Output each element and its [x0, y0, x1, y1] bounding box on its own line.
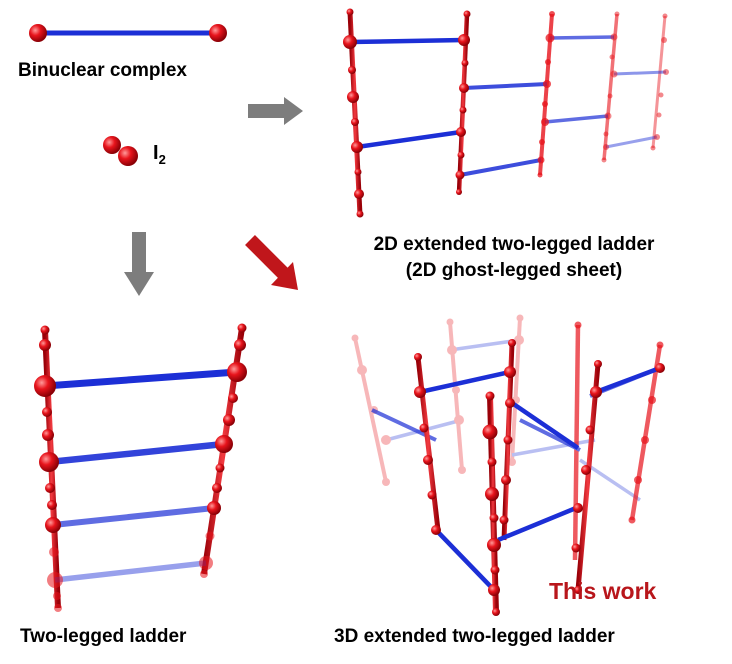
two-d-caption-line1: 2D extended two-legged ladder	[373, 234, 655, 255]
arrow-down-gray	[124, 232, 154, 296]
two-d-caption-line2: (2D ghost-legged sheet)	[405, 260, 623, 281]
two-legged-ladder-model	[34, 323, 247, 612]
binuclear-complex-label: Binuclear complex	[18, 60, 187, 81]
binuclear-complex-model	[29, 24, 227, 42]
this-work-label: This work	[549, 578, 657, 604]
three-d-ladder-label: 3D extended two-legged ladder	[334, 626, 615, 647]
i2-molecule-model	[103, 136, 138, 166]
i2-label-subscript: 2	[158, 152, 166, 167]
two-legged-ladder-label: Two-legged ladder	[20, 626, 187, 647]
arrow-diagonal-red	[245, 235, 298, 290]
three-d-framework-model	[351, 314, 665, 616]
two-d-sheet-model	[343, 8, 669, 218]
arrow-right-gray	[248, 97, 303, 125]
i2-label-main: I	[153, 142, 159, 164]
two-d-ladder-caption: 2D extended two-legged ladder (2D ghost-…	[314, 232, 714, 284]
i2-label: I2	[153, 142, 166, 167]
